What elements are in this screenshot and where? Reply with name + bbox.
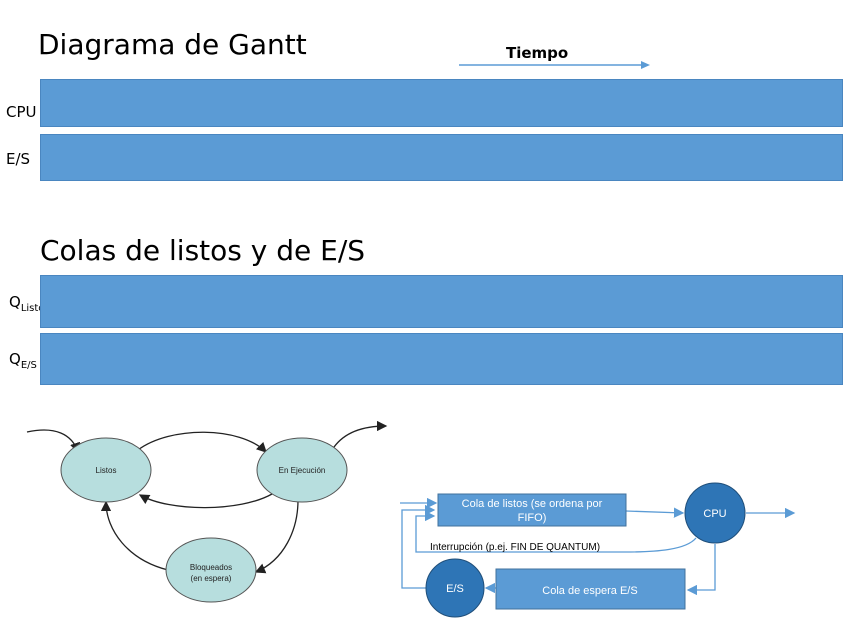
edge-entry — [26, 429, 81, 454]
gantt-bar-es — [40, 134, 843, 181]
ready-queue-label-2: FIFO) — [518, 512, 547, 524]
gantt-row-label-es: E/S — [6, 150, 31, 168]
node-listos-label: Listos — [96, 466, 117, 475]
gantt-title: Diagrama de Gantt — [38, 28, 307, 61]
io-node — [425, 558, 485, 618]
queue-label-listos-q: Q — [9, 293, 21, 311]
cpu-node — [684, 482, 746, 544]
qd-edge-interrupt — [415, 510, 697, 553]
edge-ejecucion-bloqueados — [254, 499, 299, 574]
queues-title: Colas de listos y de E/S — [40, 234, 366, 267]
queue-diagram: Cola de listos (se ordena por FIFO) CPU … — [400, 482, 796, 618]
qd-edge-cpu-ioqueue — [686, 544, 716, 596]
edge-listos-ejecucion — [137, 431, 267, 453]
time-arrow — [459, 61, 650, 69]
io-queue-box — [495, 568, 686, 610]
queue-label-es-q: Q — [9, 350, 21, 368]
state-diagram: Listos En Ejecución Bloqueados (en esper… — [26, 420, 388, 603]
queue-bar-es — [40, 333, 843, 385]
gantt-bar-cpu — [40, 79, 843, 127]
node-ejecucion-label: En Ejecución — [279, 466, 326, 475]
io-node-label: E/S — [446, 583, 464, 595]
ready-queue-label-1: Cola de listos (se ordena por — [462, 498, 603, 510]
edge-bloqueados-listos — [100, 500, 169, 571]
qd-edge-io-ready — [401, 504, 436, 589]
qd-edge-queue-cpu — [625, 507, 685, 518]
edge-ejecucion-listos — [138, 493, 273, 509]
node-bloqueados-label-2: (en espera) — [191, 574, 232, 583]
gantt-row-label-cpu: CPU — [6, 103, 37, 121]
time-label: Tiempo — [506, 44, 569, 62]
interrupt-label: Interrupción (p.ej. FIN DE QUANTUM) — [430, 542, 600, 553]
node-bloqueados — [165, 537, 257, 603]
node-ejecucion — [256, 437, 348, 503]
edge-exit — [331, 420, 388, 451]
queue-label-listos: QListos — [9, 293, 50, 314]
queue-label-es-sub: E/S — [20, 360, 37, 371]
cpu-node-label: CPU — [703, 508, 726, 520]
ready-queue-box — [437, 493, 627, 527]
node-bloqueados-label-1: Bloqueados — [190, 563, 232, 572]
queue-bar-listos — [40, 275, 843, 328]
queue-label-listos-sub: Listos — [20, 303, 50, 314]
queue-label-es: QE/S — [9, 350, 37, 371]
node-listos — [60, 437, 152, 503]
io-queue-label: Cola de espera E/S — [542, 585, 637, 597]
